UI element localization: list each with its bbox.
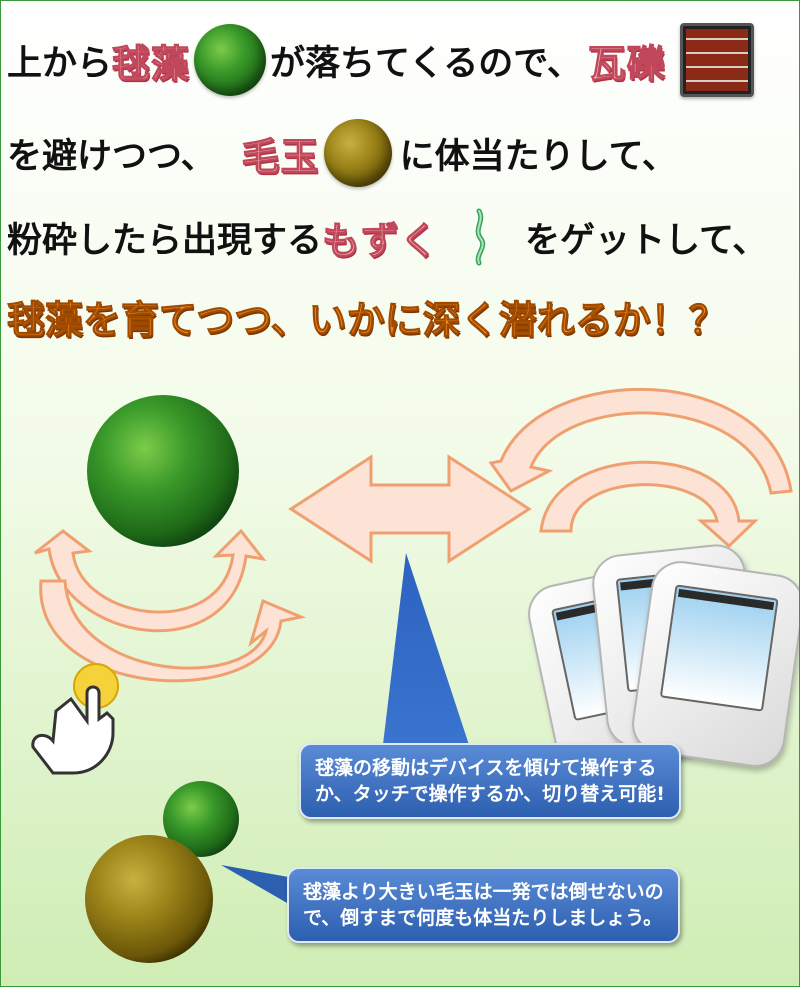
intro-text: が落ちてくるので、 xyxy=(270,43,582,84)
hand-pointer-icon xyxy=(31,685,115,775)
rotate-arrow-lower xyxy=(539,460,759,549)
intro-line-4: 毬藻を育てつつ、いかに深く潜れるか！？ xyxy=(7,289,728,344)
rotate-arrow-upper xyxy=(488,387,793,495)
phone-screen xyxy=(659,584,779,712)
furball-icon xyxy=(323,119,392,187)
intro-text: に体当たりして、 xyxy=(399,136,677,177)
callout-text: 毬藻の移動はデバイスを傾けて操作する xyxy=(315,757,657,779)
marimo-large-icon xyxy=(87,395,239,547)
intro-text: 上から xyxy=(7,43,113,84)
mozuku-icon xyxy=(475,208,486,266)
intro-text: 粉砕したら出現する xyxy=(7,220,323,261)
brick-icon xyxy=(679,23,754,97)
intro-text: を避けつつ、 xyxy=(7,136,216,177)
mozuku-label: もずく xyxy=(321,218,440,263)
control-illustration xyxy=(31,387,793,963)
tilt-touch-callout: 毬藻の移動はデバイスを傾けて操作する か、タッチで操作するか、切り替え可能! xyxy=(299,743,681,819)
intro-text: をゲットして、 xyxy=(525,220,768,261)
callout-pointer xyxy=(381,553,471,761)
marimo-label: 毬藻 xyxy=(111,41,191,86)
callout-text: か、タッチで操作するか、切り替え可能! xyxy=(315,783,665,805)
marimo-small-icon xyxy=(163,781,239,857)
switch-double-arrow xyxy=(288,454,532,564)
intro-line-3: 粉砕したら出現する もずく をゲットして、 xyxy=(7,207,767,267)
tilt-arrow-upper xyxy=(34,528,267,633)
furball-large-icon xyxy=(85,835,213,963)
intro-line-1: 上から 毬藻 が落ちてくるので、 瓦礫 xyxy=(7,23,754,97)
marimo-icon xyxy=(194,24,267,96)
furball-callout: 毬藻より大きい毛玉は一発では倒せないの で、倒すまで何度も体当たりしましょう。 xyxy=(287,867,680,943)
furball-label: 毛玉 xyxy=(241,134,320,179)
intro-line-2: を避けつつ、 毛玉 に体当たりして、 xyxy=(7,119,677,187)
rubble-label: 瓦礫 xyxy=(587,41,666,86)
headline: 毬藻を育てつつ、いかに深く潜れるか！？ xyxy=(7,298,728,343)
callout-text: で、倒すまで何度も体当たりしましょう。 xyxy=(303,907,663,929)
phone-device-3 xyxy=(628,557,799,771)
callout-text: 毬藻より大きい毛玉は一発では倒せないの xyxy=(303,881,664,903)
